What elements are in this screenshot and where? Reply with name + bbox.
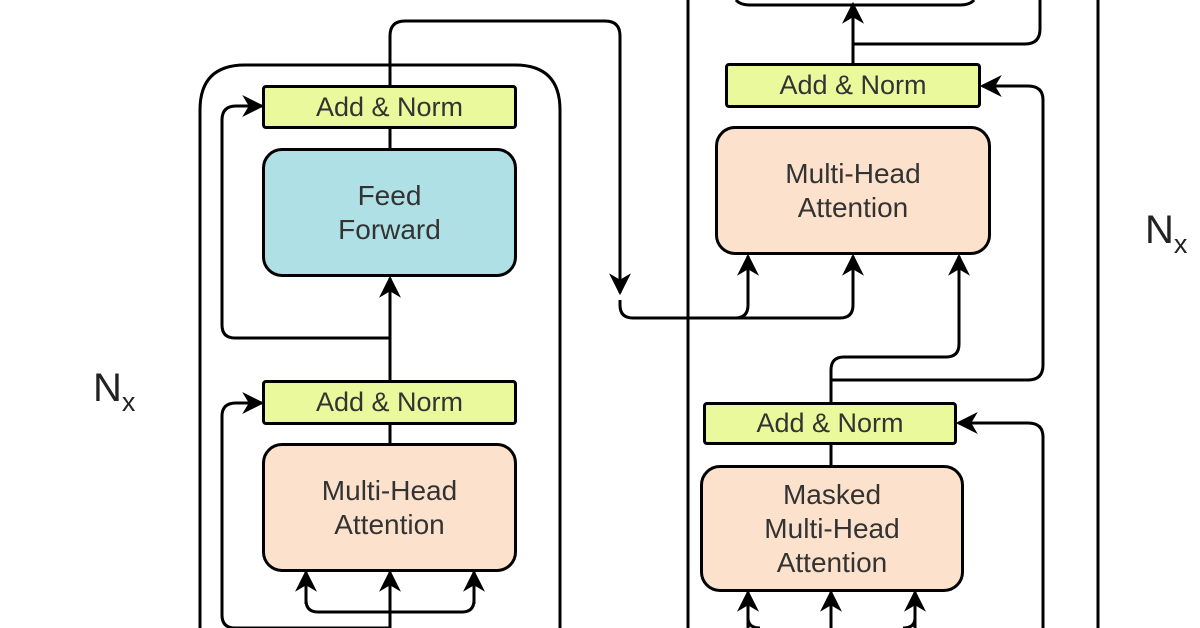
decoder-add-norm-bottom-label: Add & Norm: [756, 408, 904, 438]
decoder-residual-top: [853, 0, 1042, 46]
encoder-add-norm-top: Add & Norm: [262, 85, 517, 129]
encoder-frame: [198, 63, 562, 628]
decoder-cross-attention: Multi-Head Attention: [715, 126, 991, 255]
encoder-feed-forward: Feed Forward: [262, 148, 517, 277]
encoder-output-branch: [618, 253, 864, 320]
encoder-multi-head-attention: Multi-Head Attention: [262, 443, 517, 572]
decoder-masked-attention-label: Masked Multi-Head Attention: [764, 478, 900, 578]
encoder-output-branch-k: [720, 253, 759, 320]
encoder-repeat-label: Nx: [93, 366, 135, 418]
decoder-add-norm-top: Add & Norm: [725, 63, 981, 108]
encoder-feed-forward-label: Feed Forward: [338, 179, 441, 245]
decoder-repeat-n: N: [1145, 208, 1174, 252]
encoder-output-route: [388, 19, 631, 296]
encoder-add-norm-bottom: Add & Norm: [262, 380, 517, 425]
decoder-residual-mid: [831, 75, 1045, 382]
decoder-repeat-label: Nx: [1145, 208, 1187, 260]
encoder-attention-label: Multi-Head Attention: [321, 474, 458, 540]
decoder-add-norm-bottom: Add & Norm: [703, 402, 957, 445]
encoder-residual-bottom: [220, 392, 390, 628]
decoder-residual-bottom: [955, 412, 1045, 628]
encoder-repeat-sub: x: [121, 387, 136, 417]
encoder-repeat-n: N: [93, 366, 122, 410]
decoder-masked-attention: Masked Multi-Head Attention: [700, 465, 964, 592]
decoder-add-norm-top-label: Add & Norm: [779, 70, 927, 100]
decoder-top-box-edge: [734, 0, 976, 7]
encoder-residual-top: [220, 95, 390, 340]
encoder-add-norm-top-label: Add & Norm: [315, 91, 464, 122]
decoder-cross-attention-label: Multi-Head Attention: [785, 157, 921, 223]
decoder-repeat-sub: x: [1173, 229, 1188, 259]
encoder-add-norm-bottom-label: Add & Norm: [315, 387, 464, 417]
decoder-masked-inputs: [746, 617, 761, 628]
decoder-q-input: [829, 253, 970, 402]
